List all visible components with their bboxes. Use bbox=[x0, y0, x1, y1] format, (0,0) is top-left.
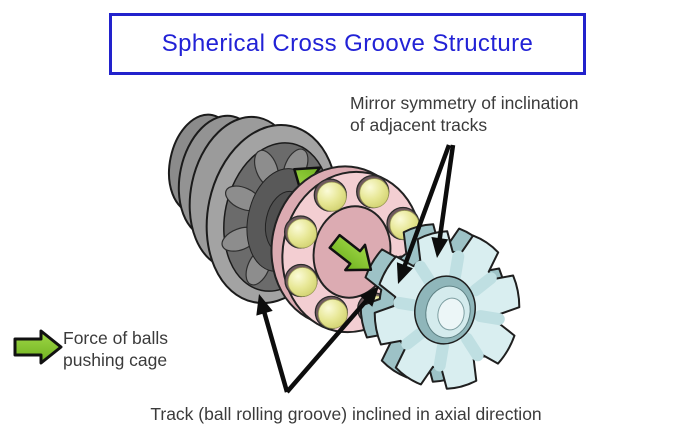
ball bbox=[359, 178, 390, 209]
track-arrow-outer-race-head bbox=[256, 294, 273, 316]
ball bbox=[316, 181, 347, 212]
mirror-symmetry-label: Mirror symmetry of inclination of adjace… bbox=[350, 92, 579, 136]
track-arrow-outer-race-line bbox=[261, 309, 290, 393]
inner-race-track-groove bbox=[433, 339, 450, 372]
track-arrow-inner-race-head bbox=[359, 286, 379, 307]
inner-race-track-groove bbox=[469, 272, 497, 297]
mirror-symmetry-line2: of adjacent tracks bbox=[350, 115, 488, 135]
force-line1: Force of balls bbox=[63, 328, 169, 348]
annotation-arrows bbox=[256, 144, 456, 394]
inner-race-bore-inner bbox=[437, 297, 465, 331]
title-box: Spherical Cross Groove Structure bbox=[109, 13, 586, 75]
mirror-symmetry-arrow-1-line bbox=[437, 144, 456, 242]
force-of-balls-label: Force of balls pushing cage bbox=[63, 327, 168, 371]
inner-race bbox=[359, 223, 521, 390]
track-groove-label: Track (ball rolling groove) inclined in … bbox=[150, 404, 542, 424]
inner-race-track-groove bbox=[401, 325, 429, 350]
mirror-symmetry-arrow-2-head bbox=[396, 262, 413, 284]
mirror-symmetry-arrow-2-line bbox=[401, 144, 452, 269]
force-legend-arrow-icon bbox=[13, 329, 63, 365]
mirror-symmetry-arrow-1-head bbox=[431, 237, 449, 258]
track-arrow-inner-race-line bbox=[285, 297, 370, 394]
inner-race-track-groove bbox=[448, 250, 465, 283]
force-arrow-down-right-icon bbox=[328, 233, 373, 272]
ball bbox=[287, 218, 318, 249]
mirror-symmetry-line1: Mirror symmetry of inclination bbox=[350, 93, 579, 113]
inner-race-track-groove bbox=[474, 310, 505, 326]
inner-race-track-groove bbox=[461, 332, 484, 362]
inner-race-track-groove bbox=[414, 260, 437, 290]
page-title: Spherical Cross Groove Structure bbox=[161, 30, 534, 57]
force-line2: pushing cage bbox=[63, 350, 168, 370]
ball bbox=[287, 267, 318, 297]
ball bbox=[317, 298, 348, 329]
